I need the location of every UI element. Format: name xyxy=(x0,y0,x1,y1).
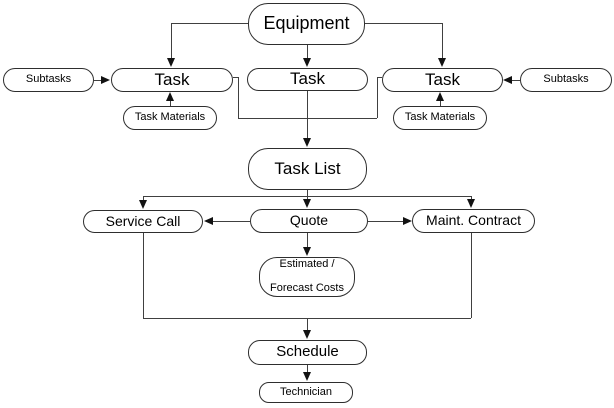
node-task-center-label: Task xyxy=(290,69,325,89)
node-task-list: Task List xyxy=(248,148,367,190)
node-quote: Quote xyxy=(250,209,368,233)
connector-task-right-elbow-h xyxy=(377,77,382,78)
connector-task-list-stub xyxy=(307,190,308,197)
arrowhead-into-service-call xyxy=(139,200,147,209)
connector-trunk-to-task-list xyxy=(307,90,308,138)
arrowhead-into-task-right xyxy=(438,58,446,67)
connector-quote-to-costs xyxy=(307,233,308,247)
node-equipment: Equipment xyxy=(248,3,365,45)
node-service-call-label: Service Call xyxy=(105,212,181,229)
arrowhead-subtasks-left xyxy=(101,76,110,84)
connector-branch-to-service-call xyxy=(143,196,144,201)
arrowhead-into-task-list xyxy=(303,138,311,147)
connector-equipment-to-task-right-v xyxy=(442,23,443,59)
connector-materials-right-to-task xyxy=(440,100,441,106)
connector-branch-to-quote xyxy=(307,196,308,200)
arrowhead-materials-left xyxy=(166,92,174,101)
connector-equipment-to-task-center-v xyxy=(307,45,308,59)
node-task-right: Task xyxy=(382,68,503,92)
connector-quote-to-maint-contract xyxy=(368,221,404,222)
arrowhead-into-task-left xyxy=(167,58,175,67)
connector-materials-left-to-task xyxy=(170,100,171,106)
connector-subtasks-left-to-task xyxy=(94,80,102,81)
connector-task-left-elbow-h xyxy=(233,77,238,78)
arrowhead-quote-to-service-call xyxy=(204,217,213,225)
connector-service-call-down xyxy=(143,233,144,318)
connector-merge-to-schedule xyxy=(307,318,308,331)
node-schedule-label: Schedule xyxy=(276,343,339,361)
connector-equipment-to-task-left-v xyxy=(171,23,172,59)
connector-subtasks-right-to-task xyxy=(512,80,520,81)
arrowhead-into-costs xyxy=(303,247,311,256)
arrowhead-materials-right xyxy=(436,92,444,101)
arrowhead-quote-to-maint-contract xyxy=(403,217,412,225)
node-technician-label: Technician xyxy=(280,385,332,398)
connector-branch-to-maint-contract xyxy=(471,196,472,200)
node-service-call: Service Call xyxy=(83,210,203,233)
node-technician: Technician xyxy=(259,382,353,403)
connector-equipment-to-task-right-h xyxy=(365,23,442,24)
node-task-materials-left-label: Task Materials xyxy=(134,111,206,124)
node-estimated-costs: Estimated / Forecast Costs xyxy=(259,257,355,297)
connector-maint-contract-down xyxy=(471,233,472,318)
node-task-list-label: Task List xyxy=(274,158,341,178)
node-subtasks-right: Subtasks xyxy=(520,68,612,92)
arrowhead-into-maint-contract xyxy=(467,199,475,208)
connector-schedule-to-technician xyxy=(307,365,308,373)
node-equipment-label: Equipment xyxy=(263,13,350,34)
node-estimated-costs-label-line2: Forecast Costs xyxy=(270,281,344,294)
node-subtasks-left-label: Subtasks xyxy=(25,73,72,86)
arrowhead-into-quote xyxy=(303,199,311,208)
arrowhead-into-technician xyxy=(303,372,311,381)
connector-task-right-elbow-v xyxy=(377,77,378,118)
node-estimated-costs-label-line1: Estimated / xyxy=(279,258,335,271)
node-subtasks-right-label: Subtasks xyxy=(543,73,589,86)
node-task-right-label: Task xyxy=(425,69,460,89)
node-task-left-label: Task xyxy=(154,69,190,89)
node-schedule: Schedule xyxy=(248,340,367,365)
node-maint-contract-label: Maint. Contract xyxy=(426,212,521,229)
arrowhead-subtasks-right xyxy=(503,76,512,84)
node-subtasks-left: Subtasks xyxy=(3,68,94,92)
connector-quote-to-service-call xyxy=(212,221,250,222)
connector-task-left-elbow-v xyxy=(238,77,239,118)
node-quote-label: Quote xyxy=(289,212,329,229)
arrowhead-into-schedule xyxy=(303,330,311,339)
node-maint-contract: Maint. Contract xyxy=(412,209,535,233)
node-task-materials-left: Task Materials xyxy=(123,106,217,130)
arrowhead-into-task-center xyxy=(303,58,311,67)
node-task-left: Task xyxy=(111,68,233,92)
node-task-center: Task xyxy=(247,68,368,91)
node-task-materials-right-label: Task Materials xyxy=(404,111,476,124)
node-task-materials-right: Task Materials xyxy=(393,106,487,130)
connector-equipment-to-task-left-h xyxy=(171,23,248,24)
